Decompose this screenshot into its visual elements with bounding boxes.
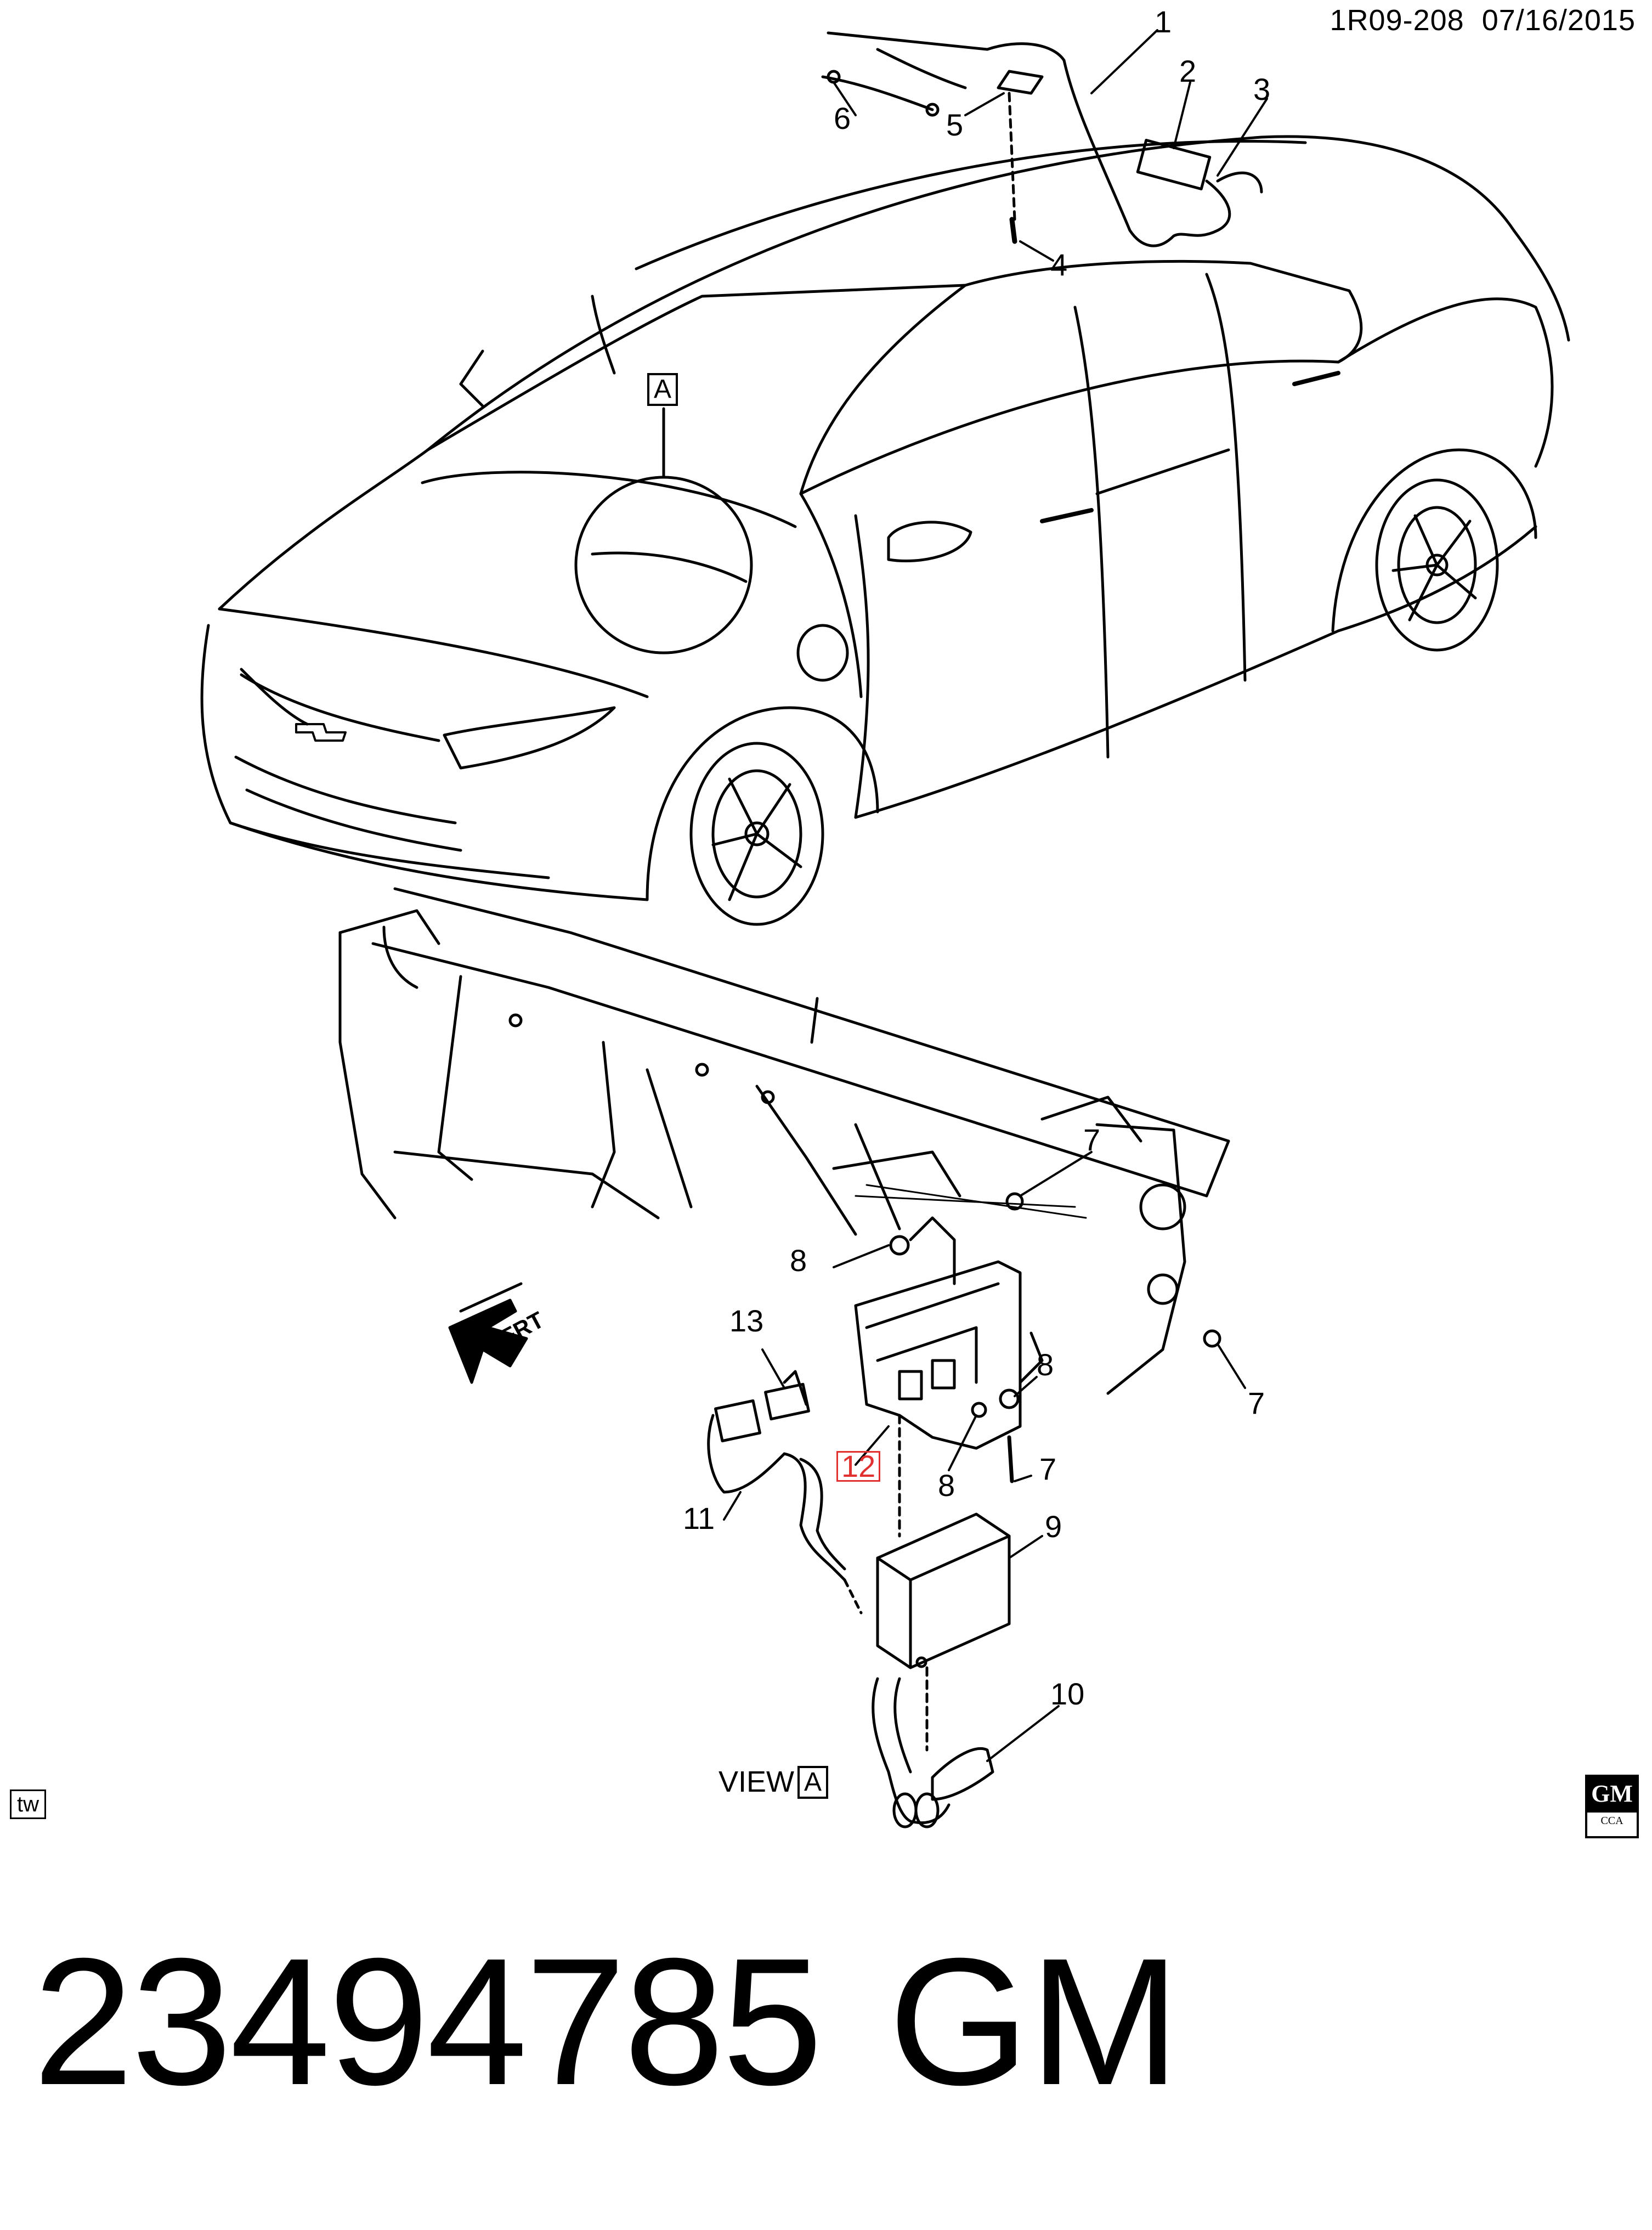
callout-3: 3: [1253, 72, 1271, 106]
callout-5: 5: [946, 108, 964, 142]
callout-9: 9: [1045, 1509, 1062, 1544]
manufacturer: GM: [889, 1920, 1180, 2122]
callout-4: 4: [1050, 247, 1068, 282]
view-a-box: A: [647, 373, 678, 406]
car-outline: [200, 135, 1570, 926]
view-a-label-box: A: [797, 1766, 829, 1799]
drawing-date: 07/16/2015: [1481, 4, 1636, 37]
callout-12: 12: [836, 1451, 881, 1482]
drawing-header: 1R09-208 07/16/2015: [1330, 3, 1636, 37]
callout-6: 6: [834, 101, 851, 136]
callout-11: 11: [683, 1501, 715, 1535]
leader-lines: [723, 29, 1268, 1762]
callout-2: 2: [1179, 54, 1197, 88]
corner-tag: tw: [10, 1789, 46, 1819]
callout-8-lower: 8: [938, 1468, 955, 1503]
frt-arrow: [448, 1282, 528, 1384]
callout-7-upper: 7: [1083, 1122, 1101, 1157]
module: [876, 1414, 1011, 1669]
callout-10: 10: [1050, 1676, 1085, 1711]
view-a-word: VIEW: [718, 1765, 795, 1798]
gm-logo-text: GM: [1587, 1777, 1637, 1811]
detail-circle-a: [574, 407, 753, 654]
callout-8-upper: 8: [790, 1243, 807, 1278]
cross-car-beam: [338, 887, 1230, 1395]
bracket: [854, 1216, 1044, 1450]
callout-8-right: 8: [1037, 1347, 1054, 1382]
callout-1: 1: [1155, 4, 1172, 39]
roof-harness: [821, 31, 1263, 247]
harness-11: [707, 1370, 863, 1614]
gm-logo-subtext: CCA: [1587, 1811, 1637, 1829]
drawing-id: 1R09-208: [1329, 4, 1464, 37]
callout-7-lower: 7: [1039, 1452, 1057, 1486]
callout-13: 13: [729, 1303, 764, 1338]
gm-logo: GM CCA: [1585, 1775, 1639, 1838]
fasteners: [889, 1192, 1221, 1483]
part-number: 23494785: [33, 1920, 823, 2122]
module-harness: [872, 1666, 994, 1828]
callout-7-right: 7: [1248, 1386, 1265, 1420]
